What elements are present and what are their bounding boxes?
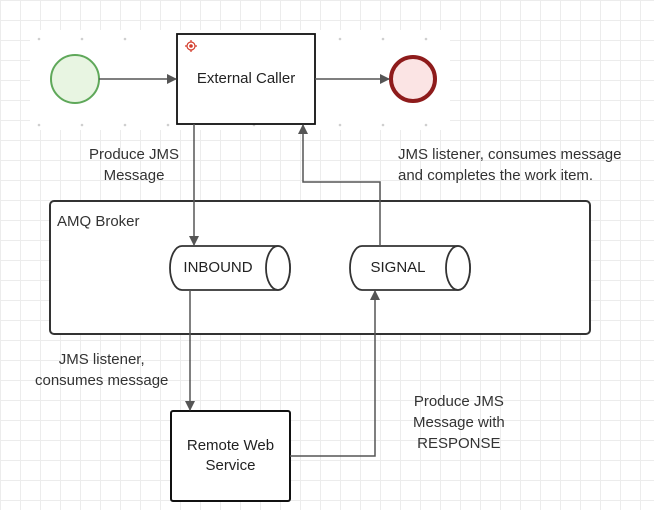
external-caller-task[interactable] — [176, 33, 316, 125]
jms-listener-completes-label: JMS listener, consumes message and compl… — [398, 146, 622, 184]
grid-dots — [37, 37, 428, 127]
edge-service-to-signal[interactable] — [290, 290, 380, 457]
target-icon — [185, 40, 197, 52]
inbound-queue[interactable] — [169, 245, 291, 291]
remote-web-service-label: Remote Web Service — [186, 437, 275, 474]
amq-broker-container[interactable] — [49, 200, 591, 335]
edge-signal-to-caller[interactable] — [298, 124, 381, 246]
external-caller-label: External Caller — [196, 70, 296, 87]
produce-jms-response-label: Produce JMS Message with RESPONSE — [413, 393, 505, 452]
produce-jms-message-label: Produce JMS Message — [89, 146, 180, 184]
jms-listener-consumes-label: JMS listener, consumes message — [35, 351, 169, 389]
inbound-queue-label: INBOUND — [183, 259, 253, 276]
start-event[interactable] — [50, 54, 100, 104]
amq-broker-label: AMQ Broker — [57, 213, 140, 230]
signal-queue[interactable] — [349, 245, 471, 291]
signal-queue-label: SIGNAL — [370, 259, 426, 276]
end-event[interactable] — [389, 55, 437, 103]
